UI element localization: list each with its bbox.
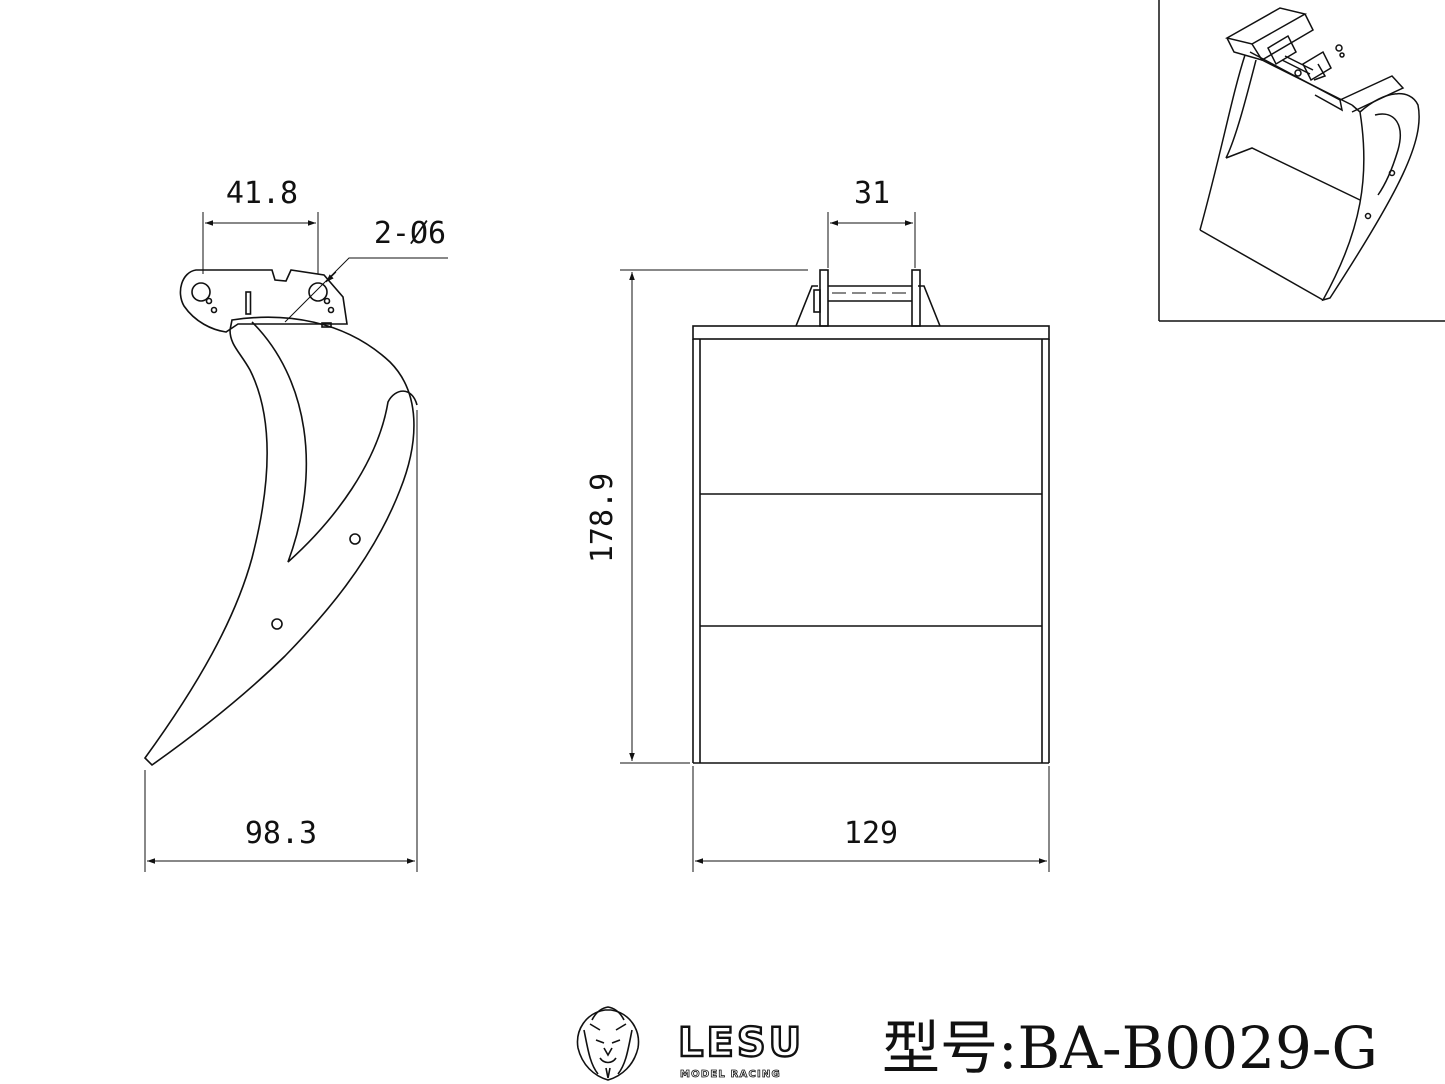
front-mount-bracket	[795, 285, 941, 327]
side-hinge-hole-right	[308, 282, 328, 302]
side-view	[143, 269, 418, 767]
front-height-label: 178.9	[585, 473, 620, 563]
front-pin-ear-right	[911, 269, 921, 327]
model-number: 型号:BA-B0029-G	[882, 1014, 1378, 1082]
side-tab	[245, 291, 252, 315]
lion-logo	[576, 1006, 640, 1081]
side-top-width-label: 41.8	[226, 176, 298, 211]
side-bottom-width-label: 98.3	[245, 816, 317, 851]
side-tooth-ridge	[251, 321, 418, 563]
side-bracket-plate	[179, 269, 348, 333]
side-hinge-hole-left	[191, 282, 211, 302]
brand-name: LESU	[678, 1020, 804, 1066]
front-bottom-width-label: 129	[844, 816, 898, 851]
front-pin-ear-left	[819, 269, 829, 327]
front-top-rail	[692, 325, 1050, 340]
front-pin-width-label: 31	[854, 176, 890, 211]
side-dimensions	[144, 212, 448, 872]
front-view	[692, 269, 1050, 764]
isometric-view	[1158, 0, 1445, 322]
hole-spec-label: 2-Ø6	[374, 216, 446, 251]
side-tooth-outline	[143, 316, 415, 767]
brand-subtitle: MODEL RACING	[680, 1069, 781, 1080]
front-dimensions	[620, 212, 1050, 872]
